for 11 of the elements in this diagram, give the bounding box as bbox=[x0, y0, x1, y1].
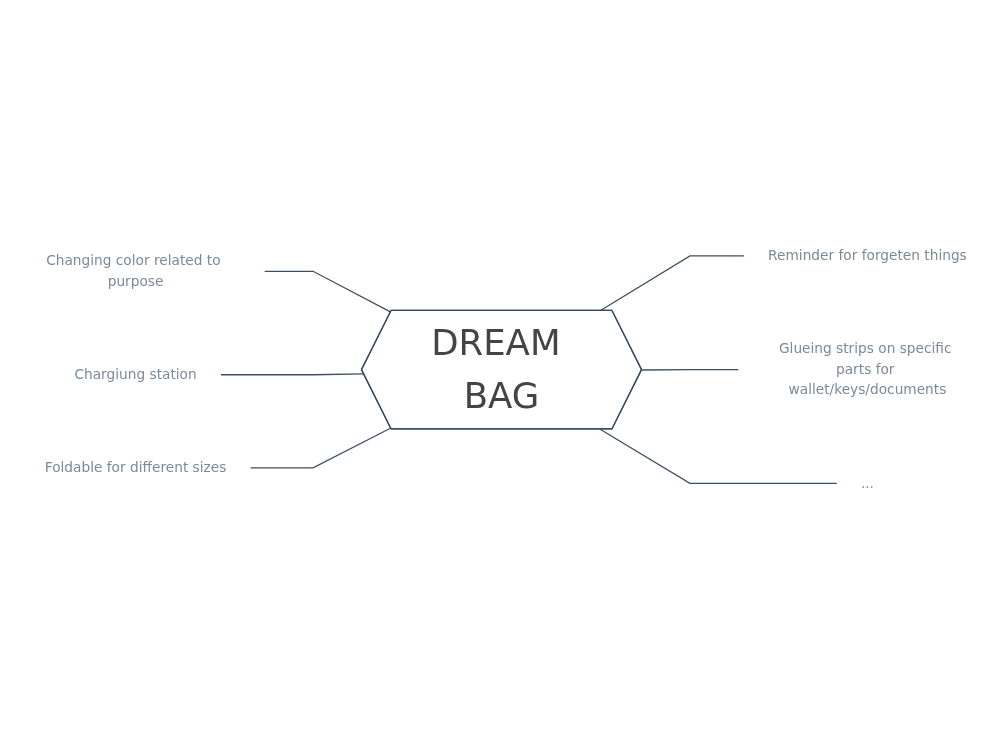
connector bbox=[641, 369, 739, 372]
node-text: Glueing strips on specific parts for wallet/keys/documents bbox=[778, 340, 952, 399]
connector bbox=[249, 427, 392, 469]
node-text: Changing color related to purpose bbox=[46, 252, 221, 290]
node-text: Chargiung station bbox=[74, 366, 197, 383]
node-text: ... bbox=[860, 475, 874, 492]
connector bbox=[264, 271, 392, 314]
connector bbox=[599, 255, 745, 312]
connector bbox=[599, 429, 838, 485]
node-text: Reminder for forgeten things bbox=[768, 247, 967, 264]
node-text: Foldable for different sizes bbox=[44, 459, 227, 476]
